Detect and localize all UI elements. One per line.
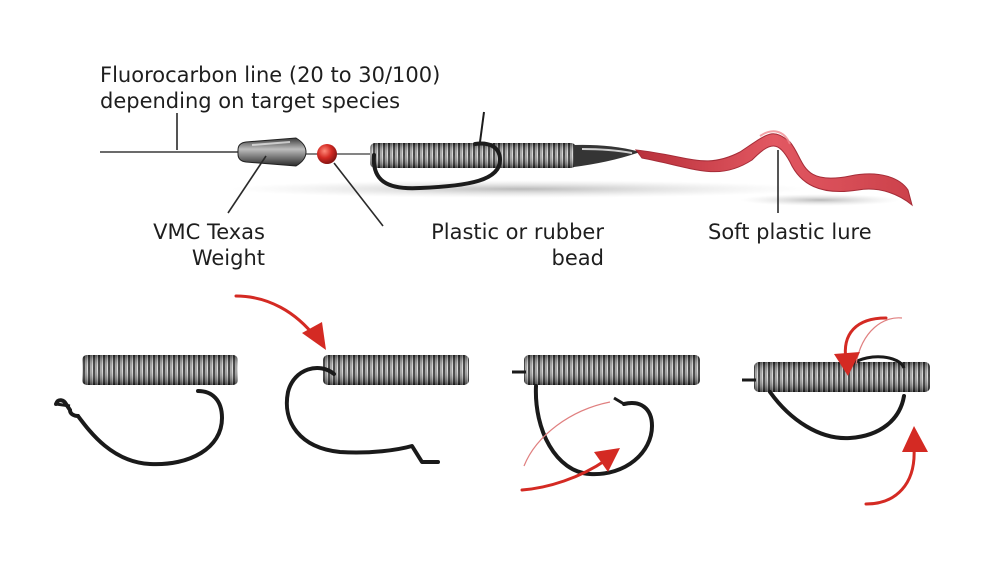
label-soft-plastic-lure: Soft plastic lure xyxy=(708,220,872,244)
rig-shadow-right xyxy=(740,194,900,206)
bullet-sinker-icon xyxy=(237,137,307,167)
label-bead-1: Plastic or rubber xyxy=(431,220,604,244)
label-bead-2: bead xyxy=(551,246,604,270)
soft-plastic-worm-icon xyxy=(370,130,913,207)
label-fluorocarbon-line-2: depending on target species xyxy=(100,89,401,113)
guide-line xyxy=(523,401,611,467)
offset-hook-icon xyxy=(284,366,440,464)
curved-arrow-icon xyxy=(834,316,888,376)
worm-body xyxy=(323,355,469,385)
leader-line-bead xyxy=(333,162,384,227)
bead-icon xyxy=(317,144,337,164)
rigging-step-4 xyxy=(742,316,930,506)
offset-hook-icon xyxy=(533,384,655,477)
worm-body xyxy=(754,362,930,392)
assembled-rig xyxy=(100,111,913,227)
leader-line-weight xyxy=(227,155,267,214)
rig-shadow xyxy=(230,180,810,198)
rigging-step-2 xyxy=(234,294,469,464)
curved-arrow-icon xyxy=(234,294,326,350)
rigging-step-3 xyxy=(512,355,700,492)
label-fluorocarbon-line-1: Fluorocarbon line (20 to 30/100) xyxy=(100,63,441,87)
offset-hook-icon xyxy=(768,355,906,441)
hook-in-worm xyxy=(371,111,503,191)
worm-body xyxy=(82,355,238,385)
rigging-step-1 xyxy=(54,355,238,467)
worm-body xyxy=(524,355,700,385)
curved-arrow-icon xyxy=(520,448,620,492)
offset-hook-icon xyxy=(54,389,225,467)
label-weight-2: Weight xyxy=(191,246,265,270)
label-weight-1: VMC Texas xyxy=(153,220,265,244)
curved-arrow-icon xyxy=(864,426,928,506)
